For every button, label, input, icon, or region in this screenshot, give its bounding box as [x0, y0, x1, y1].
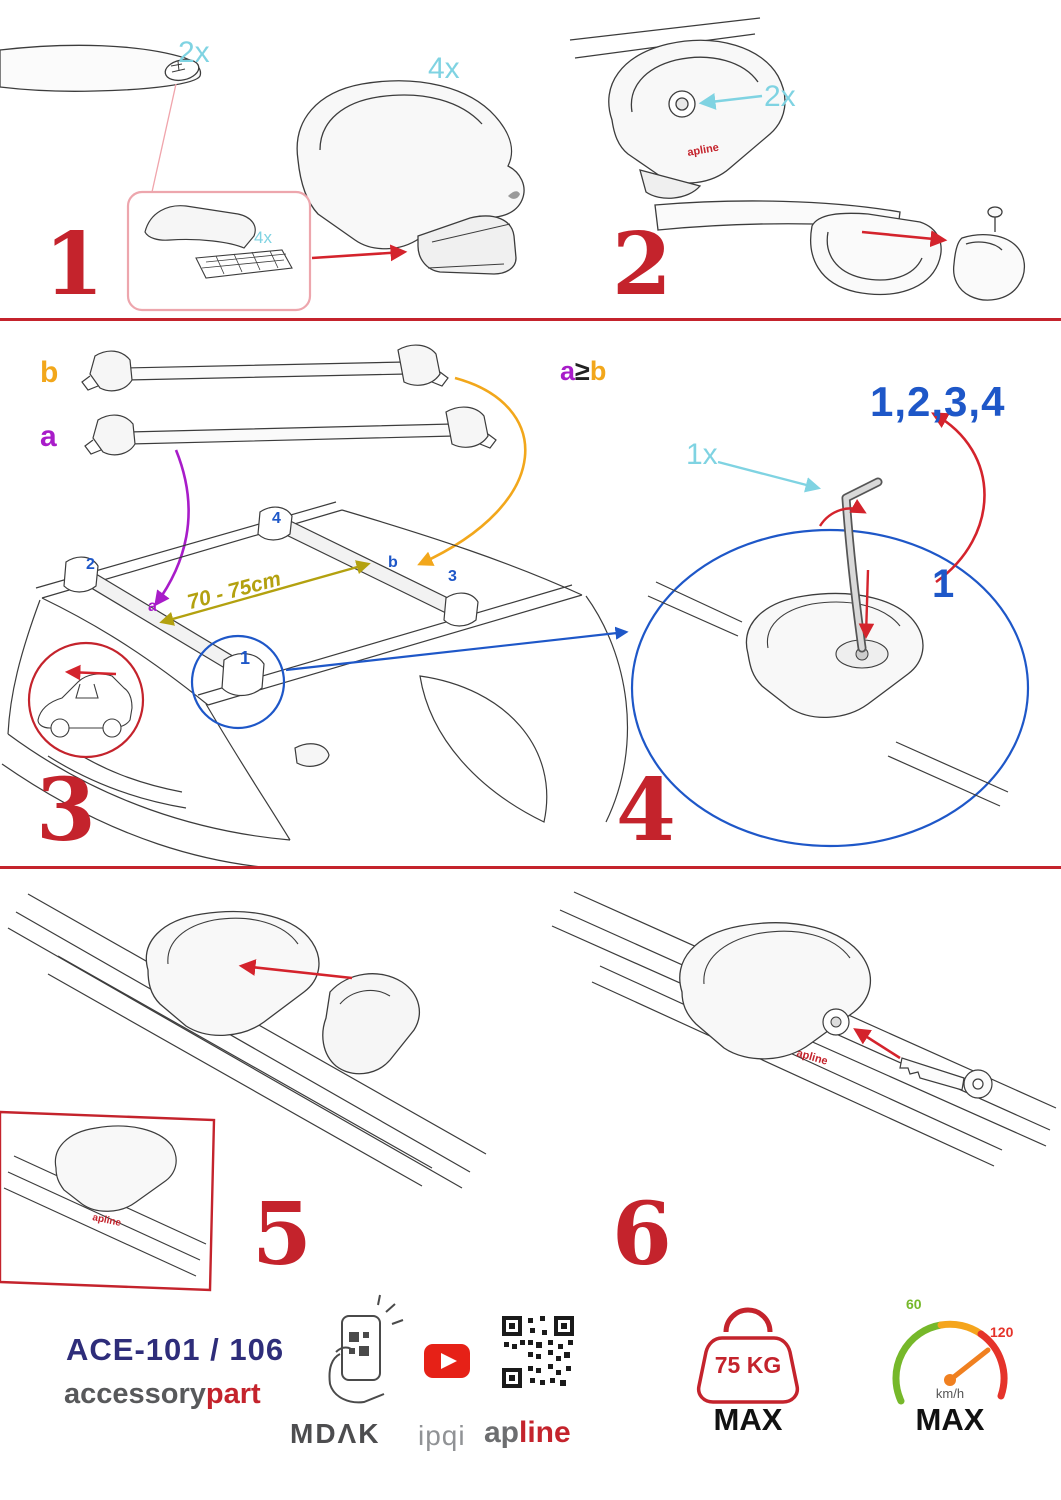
- tighten-step-label: 1: [932, 562, 955, 606]
- step-4-number: 4: [616, 760, 676, 861]
- slide-arrow: [238, 959, 353, 980]
- car-roof-illustration: [1, 501, 629, 868]
- key-arrow: [853, 1028, 901, 1060]
- section-divider: [0, 866, 1061, 869]
- section-divider: [0, 318, 1061, 321]
- pad-arrow: [311, 244, 408, 262]
- pad-inset: [126, 190, 408, 312]
- pad-qty-label: 4x: [254, 228, 272, 247]
- lock-foot-illustration: [569, 17, 786, 199]
- position-a-label: a: [148, 598, 157, 615]
- foot-body-illustration: [145, 910, 320, 1036]
- apline-logo: apline: [484, 1416, 571, 1450]
- crossbar-b-illustration: [81, 344, 449, 392]
- distance-arrow: [159, 560, 371, 626]
- step1-step2-illustration: apline: [0, 17, 1025, 312]
- phone-scan-icon: [328, 1294, 404, 1404]
- key-qty-label: 1x: [686, 438, 718, 471]
- brand-wordmark: accessorypart: [64, 1378, 261, 1411]
- max-weight-value: 75 KG: [714, 1352, 782, 1378]
- car-direction-inset: [27, 641, 145, 759]
- position-1-label: 1: [240, 648, 251, 668]
- step3-step4-illustration: [1, 344, 1030, 868]
- crossbar-qty-label: 2x: [178, 36, 210, 69]
- apline-brand-on-foot: apline: [795, 1047, 829, 1067]
- step-2-number: 2: [612, 214, 672, 315]
- clamp-foot-illustration: [296, 80, 525, 275]
- step-1-number: 1: [44, 214, 104, 315]
- max-speed-label: MAX: [915, 1402, 985, 1437]
- rule-b: b: [589, 356, 607, 386]
- footer-icons: [328, 1294, 1008, 1405]
- brand-accessory: accessory: [64, 1378, 206, 1410]
- endcap-illustration: [654, 200, 1025, 301]
- youtube-icon: [424, 1344, 470, 1378]
- step5-step6-illustration: apline apline: [0, 891, 1057, 1292]
- lock-qty-label: 2x: [764, 80, 796, 113]
- speed-unit-label: km/h: [935, 1386, 965, 1401]
- mdak-logo: MDΛK: [290, 1418, 381, 1449]
- rule-symbol: ≥: [575, 356, 590, 386]
- torque-detail-illustration: [630, 477, 1030, 848]
- bar-a-arrow: [154, 449, 190, 607]
- apline-ap: ap: [484, 1416, 520, 1449]
- step-6-number: 6: [612, 1184, 672, 1285]
- bar-a-label: a: [40, 420, 57, 453]
- position-2-label: 2: [86, 556, 95, 573]
- leader-line: [151, 83, 177, 193]
- speed-high-label: 120: [990, 1324, 1014, 1340]
- spacing-rule: a≥b: [560, 356, 606, 387]
- speed-low-label: 60: [906, 1296, 922, 1312]
- crossbar-a-illustration: [84, 406, 497, 456]
- crossbar-illustration: [0, 44, 202, 92]
- brand-part: part: [205, 1378, 261, 1410]
- rule-a: a: [560, 356, 576, 386]
- rail-mount-illustration: [7, 893, 487, 1189]
- position-4-label: 4: [272, 510, 281, 527]
- position-3-label: 3: [448, 568, 457, 585]
- position-b-label: b: [388, 554, 398, 571]
- lock-qty-arrow: [698, 93, 763, 110]
- clamp-insert-illustration: [322, 973, 420, 1075]
- zoom-arrow: [285, 626, 629, 672]
- apline-line: line: [519, 1416, 571, 1449]
- rotate-arrow: [818, 499, 867, 527]
- sequence-label: 1,2,3,4: [870, 378, 1006, 425]
- foot-qty-label: 4x: [428, 52, 460, 85]
- speedometer-icon: [892, 1320, 1008, 1405]
- key-qty-arrow: [717, 460, 822, 493]
- endcap-arrow: [861, 230, 948, 248]
- key-icon: [899, 1057, 993, 1099]
- qr-code-icon: [500, 1314, 576, 1390]
- bar-b-label: b: [40, 356, 59, 389]
- foot-body-illustration: [679, 922, 872, 1060]
- max-weight-label: MAX: [713, 1402, 783, 1437]
- zoom-circle: [190, 634, 286, 730]
- sequence-arrow: [931, 412, 986, 584]
- ipqi-logo: ipqi: [418, 1420, 466, 1451]
- tighten-arrow: [858, 569, 875, 640]
- bar-b-arrow: [417, 376, 527, 566]
- step-3-number: 3: [36, 760, 96, 861]
- step-5-number: 5: [252, 1184, 312, 1285]
- model-number: ACE-101 / 106: [66, 1332, 285, 1367]
- rubber-pad-illustration: [195, 249, 293, 279]
- max-weight-icon: [696, 1307, 800, 1404]
- mounted-inset: apline: [0, 1110, 216, 1292]
- apline-brand-on-foot: apline: [686, 142, 719, 159]
